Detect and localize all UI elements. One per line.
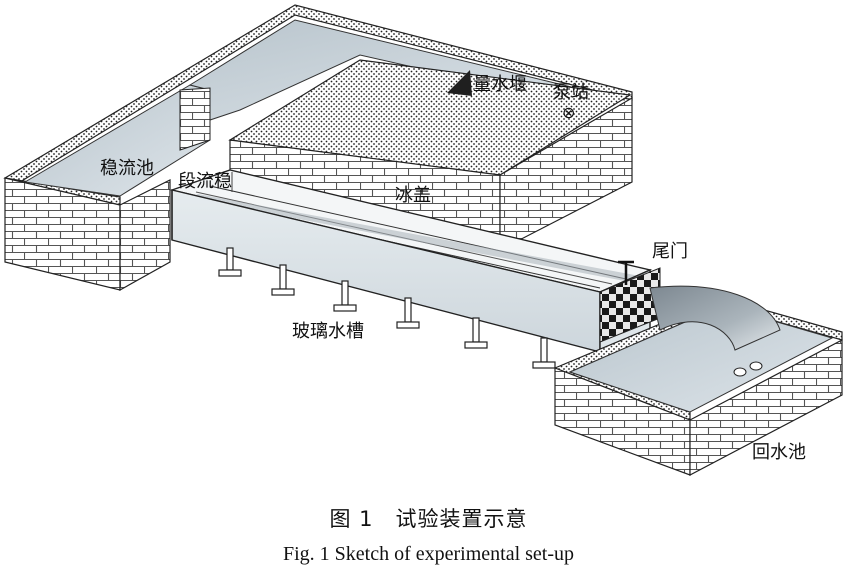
stilling-basin-label: 稳流池 — [100, 158, 154, 179]
weir-block — [447, 70, 472, 96]
return-pool-label: 回水池 — [752, 442, 806, 463]
pump-symbol-icon: ⊗ — [562, 103, 576, 122]
glass-flume-label: 玻璃水槽 — [292, 321, 364, 342]
ice-cover-label: 冰盖 — [395, 185, 431, 206]
left-brick-wall-side — [119, 179, 171, 292]
support-5 — [464, 317, 488, 349]
figure-caption-english: Fig. 1 Sketch of experimental set-up — [282, 543, 575, 565]
figure-caption-chinese: 图 1 试验装置示意 — [329, 507, 528, 531]
back-wall-step — [179, 87, 211, 151]
glass-flume — [169, 169, 661, 354]
island-right-wall — [499, 96, 633, 251]
pump-label: 泵站 — [553, 82, 589, 103]
return-pool-side-wall — [689, 339, 843, 476]
support-1 — [218, 247, 242, 277]
support-6 — [532, 337, 556, 369]
support-2 — [271, 264, 295, 296]
upper-basin — [3, 4, 633, 292]
experimental-setup-diagram — [3, 4, 843, 476]
upper-basin-rim — [3, 4, 633, 206]
support-4 — [396, 297, 420, 329]
return-pool — [553, 285, 843, 476]
weir-label: 量水堰 — [473, 74, 527, 95]
outflow-jet — [649, 285, 781, 351]
support-3 — [333, 280, 357, 312]
tail-gate-label: 尾门 — [652, 241, 688, 262]
flume-supports — [218, 247, 556, 369]
stabilizer-label: 段流稳 — [178, 171, 232, 192]
